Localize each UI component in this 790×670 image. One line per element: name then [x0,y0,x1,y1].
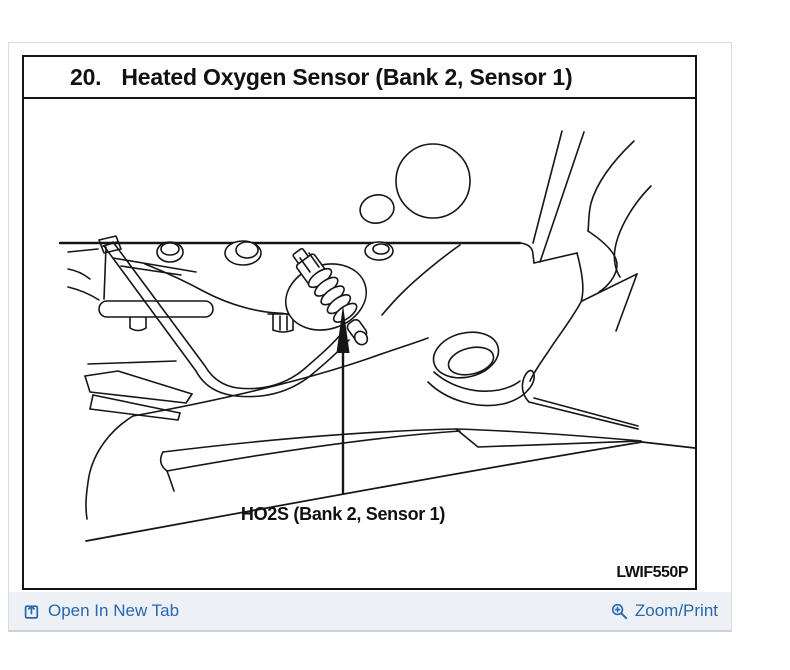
footer-bar: Open In New Tab Zoom/Print [9,592,731,630]
bracket-with-hole [427,331,639,430]
callout-arrow [336,305,350,495]
diagram-frame: 20. Heated Oxygen Sensor (Bank 2, Sensor… [22,55,697,590]
sensor-wire [103,241,350,398]
open-in-new-tab-icon [24,604,39,619]
figure-title-bar: 20. Heated Oxygen Sensor (Bank 2, Sensor… [24,57,695,99]
oxygen-sensor [292,247,369,346]
callout-label: HO2S (Bank 2, Sensor 1) [241,504,445,524]
open-in-new-tab-link[interactable]: Open In New Tab [24,601,179,621]
zoom-print-link[interactable]: Zoom/Print [611,601,718,621]
figure-title: Heated Oxygen Sensor (Bank 2, Sensor 1) [121,63,573,90]
diagram-artwork: HO2S (Bank 2, Sensor 1) LWIF550P [58,130,695,581]
figure-number: 20. [70,63,102,90]
diagram-artwork-area: HO2S (Bank 2, Sensor 1) LWIF550P [24,99,695,588]
open-in-new-tab-label: Open In New Tab [48,601,180,620]
magnifier-plus-icon [611,603,627,619]
lower-structure-lines [84,337,695,542]
diagram-panel: 20. Heated Oxygen Sensor (Bank 2, Sensor… [8,42,732,632]
figure-code: LWIF550P [616,564,688,581]
zoom-print-label: Zoom/Print [634,601,718,620]
upper-structure-lines [58,130,652,382]
